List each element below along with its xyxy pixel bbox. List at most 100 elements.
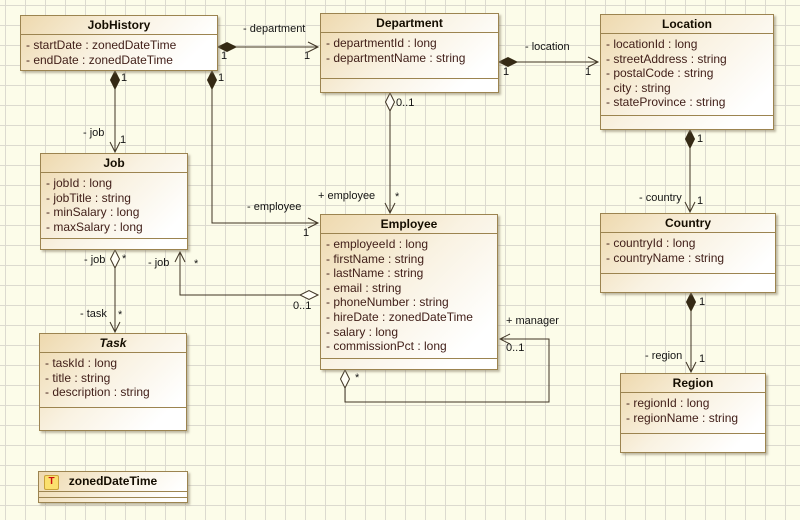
- edge-department-location[interactable]: [497, 56, 600, 68]
- role-label: - job: [84, 254, 106, 266]
- attribute: - regionId : long: [626, 396, 710, 410]
- attribute: - departmentId : long: [326, 36, 437, 50]
- role-label: + manager: [506, 315, 559, 327]
- class-title: Department: [321, 14, 498, 33]
- attribute: - city : string: [606, 80, 671, 95]
- class-title: Job: [41, 154, 187, 173]
- role-label: - job: [148, 257, 170, 269]
- multiplicity: 0..1: [396, 97, 415, 109]
- multiplicity: 1: [304, 50, 311, 62]
- attribute: - employeeId : long: [326, 237, 429, 251]
- attribute: - endDate : zonedDateTime: [26, 52, 173, 67]
- role-label: - department: [243, 23, 306, 35]
- attribute: - taskId : long: [45, 356, 118, 370]
- attribute-compartment: - locationId : long - streetAddress : st…: [601, 34, 773, 115]
- role-label: - region: [645, 350, 683, 362]
- attribute: - firstName : string: [326, 251, 425, 266]
- multiplicity: 1: [303, 227, 310, 239]
- multiplicity: 1: [503, 66, 510, 78]
- edge-department-employee[interactable]: [384, 91, 396, 215]
- attribute: - locationId : long: [606, 37, 698, 51]
- operation-compartment: [601, 115, 773, 129]
- operation-compartment: [40, 407, 186, 430]
- multiplicity: 1: [699, 296, 706, 308]
- multiplicity: 1: [221, 50, 228, 62]
- multiplicity: 1: [120, 134, 127, 146]
- role-label: - job: [83, 127, 105, 139]
- attribute: - salary : long: [326, 324, 399, 339]
- role-label: - employee: [247, 201, 302, 213]
- attribute: - maxSalary : long: [46, 219, 143, 234]
- class-employee[interactable]: Employee - employeeId : long - firstName…: [320, 214, 498, 370]
- attribute: - countryName : string: [606, 250, 725, 265]
- attribute: - minSalary : long: [46, 205, 140, 220]
- attribute-compartment: - startDate : zonedDateTime - endDate : …: [21, 35, 217, 70]
- edge-jobhistory-department[interactable]: [216, 41, 320, 53]
- attribute: - countryId : long: [606, 236, 696, 250]
- datatype-title: zonedDateTime: [68, 474, 158, 488]
- attribute: - stateProvince : string: [606, 95, 726, 110]
- operation-compartment: [601, 273, 775, 292]
- datatype-header: T zonedDateTime: [39, 472, 187, 492]
- attribute: - jobTitle : string: [46, 190, 131, 205]
- role-label: - location: [525, 41, 570, 53]
- role-label: - task: [80, 308, 107, 320]
- edge-country-region[interactable]: [685, 291, 697, 374]
- multiplicity: *: [118, 309, 123, 321]
- attribute-compartment: - employeeId : long - firstName : string…: [321, 234, 497, 358]
- class-title: JobHistory: [21, 16, 217, 35]
- attribute: - commissionPct : long: [326, 339, 447, 354]
- attribute-compartment: - departmentId : long - departmentName :…: [321, 33, 498, 78]
- datatype-icon: T: [44, 475, 59, 490]
- attribute: - startDate : zonedDateTime: [26, 38, 177, 52]
- attribute-compartment: - regionId : long - regionName : string: [621, 393, 765, 433]
- multiplicity: 1: [218, 72, 225, 84]
- class-job[interactable]: Job - jobId : long - jobTitle : string -…: [40, 153, 188, 250]
- class-title: Location: [601, 15, 773, 34]
- attribute: - regionName : string: [626, 410, 739, 425]
- attribute: - hireDate : zonedDateTime: [326, 309, 473, 324]
- operation-compartment: [621, 433, 765, 452]
- datatype-compartment: [39, 496, 187, 503]
- multiplicity: 1: [697, 133, 704, 145]
- attribute-compartment: - taskId : long - title : string - descr…: [40, 353, 186, 407]
- multiplicity: *: [194, 258, 199, 270]
- class-department[interactable]: Department - departmentId : long - depar…: [320, 13, 499, 93]
- class-region[interactable]: Region - regionId : long - regionName : …: [620, 373, 766, 453]
- attribute: - description : string: [45, 385, 150, 400]
- multiplicity: *: [395, 191, 400, 203]
- attribute: - postalCode : string: [606, 66, 714, 81]
- attribute: - departmentName : string: [326, 50, 466, 65]
- attribute: - streetAddress : string: [606, 51, 727, 66]
- attribute-compartment: - jobId : long - jobTitle : string - min…: [41, 173, 187, 238]
- operation-compartment: [41, 238, 187, 249]
- multiplicity: *: [355, 372, 360, 384]
- multiplicity: 1: [121, 72, 128, 84]
- class-title: Task: [40, 334, 186, 353]
- class-task[interactable]: Task - taskId : long - title : string - …: [39, 333, 187, 431]
- operation-compartment: [321, 78, 498, 92]
- edge-jobhistory-job[interactable]: [109, 69, 121, 154]
- multiplicity: 1: [585, 66, 592, 78]
- operation-compartment: [321, 358, 497, 369]
- attribute: - title : string: [45, 370, 111, 385]
- edge-location-country[interactable]: [684, 128, 696, 214]
- attribute: - email : string: [326, 280, 402, 295]
- class-country[interactable]: Country - countryId : long - countryName…: [600, 213, 776, 293]
- attribute: - lastName : string: [326, 266, 424, 281]
- attribute: - jobId : long: [46, 176, 113, 190]
- class-title: Region: [621, 374, 765, 393]
- class-jobhistory[interactable]: JobHistory - startDate : zonedDateTime -…: [20, 15, 218, 71]
- class-title: Country: [601, 214, 775, 233]
- attribute-compartment: - countryId : long - countryName : strin…: [601, 233, 775, 273]
- multiplicity: 0..1: [506, 342, 525, 354]
- class-title: Employee: [321, 215, 497, 234]
- role-label: + employee: [318, 190, 376, 202]
- class-location[interactable]: Location - locationId : long - streetAdd…: [600, 14, 774, 130]
- multiplicity: *: [122, 253, 127, 265]
- multiplicity: 1: [697, 195, 704, 207]
- attribute: - phoneNumber : string: [326, 295, 449, 310]
- datatype-zoneddatetime[interactable]: T zonedDateTime: [38, 471, 188, 503]
- multiplicity: 1: [699, 353, 706, 365]
